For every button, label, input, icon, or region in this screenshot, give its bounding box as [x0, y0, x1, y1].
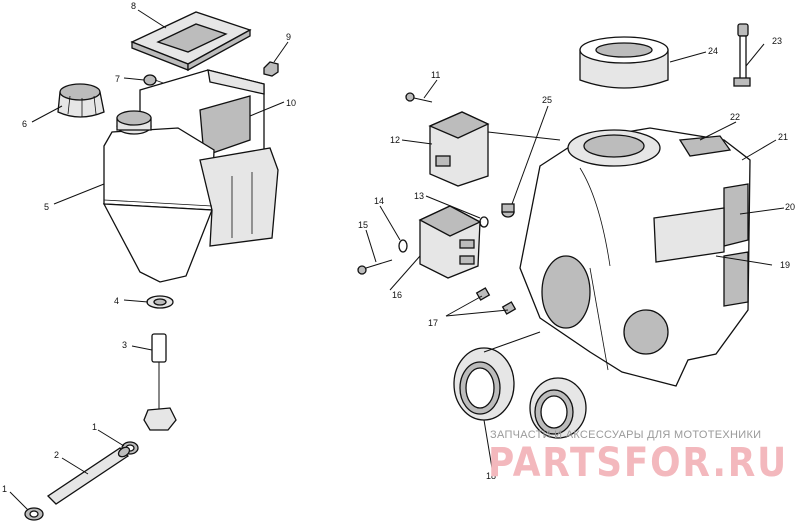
part-23-strap: [733, 23, 751, 87]
part-5-oil-tank: [102, 110, 279, 283]
part-3-pickup-filter: [143, 333, 177, 431]
part-16-module: [418, 205, 482, 279]
part-11-bolt: [405, 92, 433, 103]
watermark-brand: PARTSFOR.RU: [488, 440, 788, 486]
part-8-cover-plate: [130, 11, 252, 72]
callout-7: 7: [115, 74, 120, 84]
callout-4: 4: [114, 296, 119, 306]
callout-3: 3: [122, 340, 127, 350]
callout-11: 11: [431, 70, 440, 80]
callout-8: 8: [131, 1, 136, 11]
callout-12: 12: [390, 135, 400, 145]
callout-9: 9: [286, 32, 291, 42]
part-1-clamp-lower: [24, 507, 44, 521]
callout-23: 23: [772, 36, 782, 46]
callout-24: 24: [708, 46, 718, 56]
callout-15: 15: [358, 220, 368, 230]
callout-20: 20: [785, 202, 795, 212]
part-17-fittings: [475, 287, 517, 315]
part-25-plug: [501, 203, 515, 218]
part-12-module: [428, 111, 490, 187]
callout-10: 10: [286, 98, 296, 108]
callout-17: 17: [428, 318, 438, 328]
watermark-tagline: ЗАПЧАСТИ И АКСЕССУАРЫ ДЛЯ МОТОТЕХНИКИ: [490, 429, 761, 441]
part-6-cap: [57, 83, 105, 118]
part-15-bolt: [357, 259, 393, 275]
part-airbox-main: [519, 127, 751, 387]
callout-6: 6: [22, 119, 27, 129]
part-4-grommet: [146, 295, 174, 309]
callout-16: 16: [392, 290, 402, 300]
part-24-foam-ring: [579, 36, 669, 89]
part-18-boot-left: [453, 347, 515, 421]
callout-22: 22: [730, 112, 740, 122]
callout-5: 5: [44, 202, 49, 212]
callout-2: 2: [54, 450, 59, 460]
callout-1-upper: 1: [92, 422, 97, 432]
leader-lines: [9, 9, 785, 511]
part-18-boot-right: [529, 377, 587, 439]
part-2-hose: [46, 446, 131, 505]
part-14-washer: [398, 239, 408, 253]
callout-1-lower: 1: [2, 484, 7, 494]
callout-13: 13: [414, 191, 424, 201]
callout-19: 19: [780, 260, 790, 270]
callout-18: 18: [486, 471, 496, 481]
callout-labels: 8 7 9 6 10 5 4 3 1 2 1 11 12 25 13 14 15…: [2, 1, 795, 494]
callout-25: 25: [542, 95, 552, 105]
watermark: ЗАПЧАСТИ И АКСЕССУАРЫ ДЛЯ МОТОТЕХНИКИ PA…: [488, 429, 788, 486]
callout-14: 14: [374, 196, 384, 206]
callout-21: 21: [778, 132, 788, 142]
part-9-nut: [263, 61, 279, 77]
